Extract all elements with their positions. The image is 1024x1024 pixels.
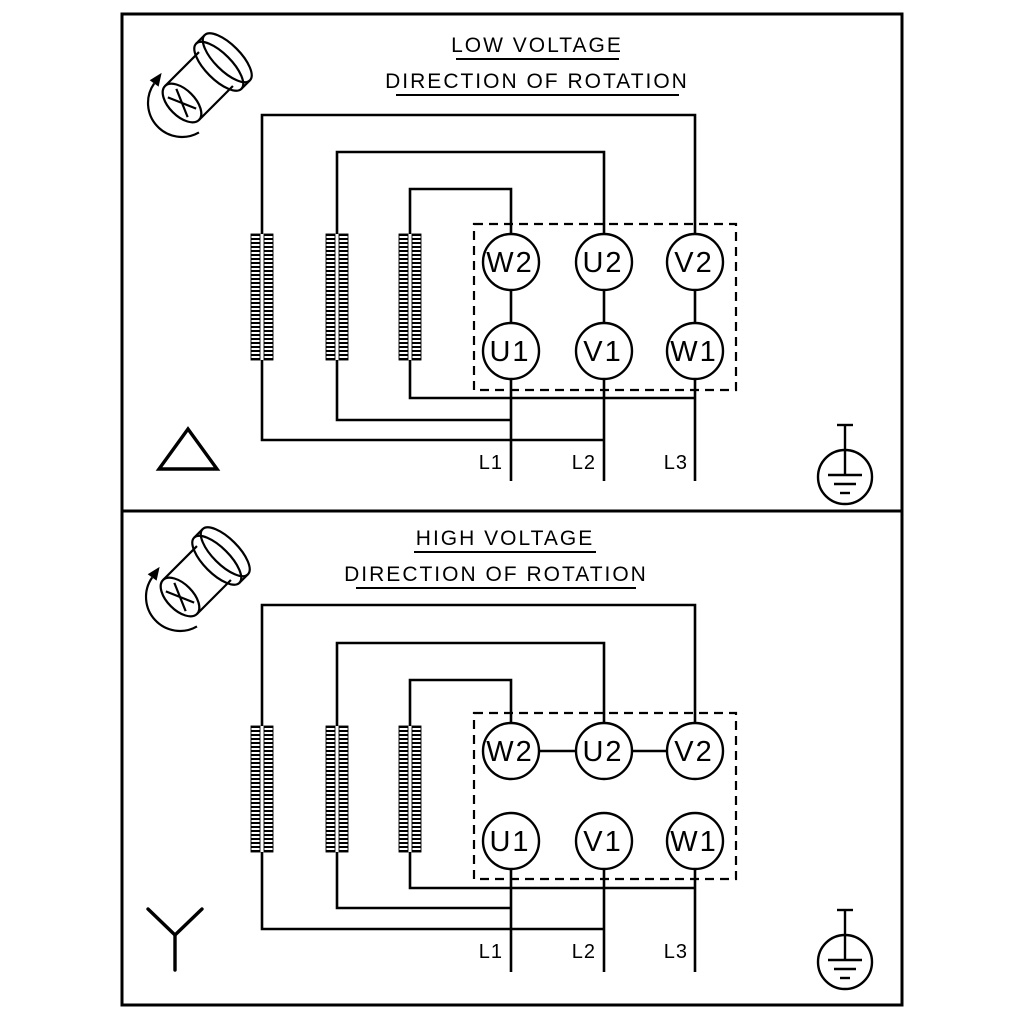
terminal-w1: W1 (665, 811, 725, 871)
wire-coil3-to-W2 (408, 678, 513, 726)
wire-coil2-to-U2 (335, 641, 606, 726)
terminal-circle (665, 321, 725, 381)
terminal-label: U2 (582, 736, 623, 768)
terminal-label: V1 (583, 336, 622, 368)
terminal-circle (481, 721, 541, 781)
terminal-circle (574, 721, 634, 781)
terminal-label: W1 (670, 336, 718, 368)
supply-line-label-L3: L3 (664, 941, 688, 963)
terminal-label: V2 (674, 736, 713, 768)
wire-coil2-return (335, 360, 511, 422)
winding-coil (398, 725, 422, 853)
terminal-u2: U2 (574, 232, 634, 292)
terminal-label: U1 (489, 826, 530, 858)
shaft-rotation-icon (127, 513, 259, 646)
terminal-label: U1 (489, 336, 530, 368)
terminal-board (472, 711, 738, 881)
wire-coil1-to-V2 (260, 113, 697, 234)
shaft-rotation-icon (129, 19, 261, 152)
terminal-label: V1 (583, 826, 622, 858)
panel-high-voltage: HIGH VOLTAGE DIRECTION OF ROTATION W2 (120, 509, 904, 1007)
terminal-circle (665, 811, 725, 871)
terminal-v2: V2 (665, 721, 725, 781)
wire-coil2-return (335, 852, 511, 910)
winding-coil (325, 233, 349, 361)
supply-line-label-L1: L1 (479, 941, 503, 963)
terminal-w2: W2 (481, 232, 541, 292)
panel-title: HIGH VOLTAGE (416, 527, 594, 550)
terminal-circle (574, 232, 634, 292)
wire-coil3-return (408, 360, 695, 400)
terminal-label: V2 (674, 247, 713, 279)
winding-coil (250, 233, 274, 361)
supply-line-label-L1: L1 (479, 452, 503, 474)
supply-line-label-L3: L3 (664, 452, 688, 474)
winding-coil (398, 233, 422, 361)
star-connection-icon (146, 907, 204, 972)
earth-ground-icon (816, 423, 874, 506)
terminal-label: W1 (670, 826, 718, 858)
terminal-board (472, 222, 738, 392)
terminal-v1: V1 (574, 321, 634, 381)
terminal-circle (481, 321, 541, 381)
terminal-v2: V2 (665, 232, 725, 292)
panel-subtitle: DIRECTION OF ROTATION (344, 563, 648, 586)
terminal-label: W2 (486, 247, 534, 279)
terminal-u1: U1 (481, 811, 541, 871)
panel-border (120, 509, 904, 1007)
wire-coil3-to-W2 (408, 187, 513, 234)
earth-ground-icon (816, 908, 874, 991)
terminal-v1: V1 (574, 811, 634, 871)
supply-line-label-L2: L2 (572, 452, 596, 474)
winding-coil (250, 725, 274, 853)
wire-coil1-return (260, 360, 604, 442)
terminal-w2: W2 (481, 721, 541, 781)
winding-coil (325, 725, 349, 853)
wire-coil3-return (408, 852, 695, 890)
wire-coil1-to-V2 (260, 603, 697, 726)
terminal-circle (665, 232, 725, 292)
terminal-label: U2 (582, 247, 623, 279)
delta-connection-icon (155, 426, 221, 471)
wire-coil1-return (260, 852, 604, 931)
terminal-circle (665, 721, 725, 781)
panel-subtitle: DIRECTION OF ROTATION (385, 70, 689, 93)
panel-title: LOW VOLTAGE (451, 34, 623, 57)
supply-line-label-L2: L2 (572, 941, 596, 963)
terminal-circle (481, 232, 541, 292)
panel-low-voltage: LOW VOLTAGE DIRECTION OF ROTATION W2 (120, 12, 904, 513)
terminal-label: W2 (486, 736, 534, 768)
terminal-circle (574, 321, 634, 381)
terminal-u1: U1 (481, 321, 541, 381)
terminal-w1: W1 (665, 321, 725, 381)
terminal-circle (574, 811, 634, 871)
wire-coil2-to-U2 (335, 150, 606, 234)
terminal-u2: U2 (574, 721, 634, 781)
terminal-circle (481, 811, 541, 871)
